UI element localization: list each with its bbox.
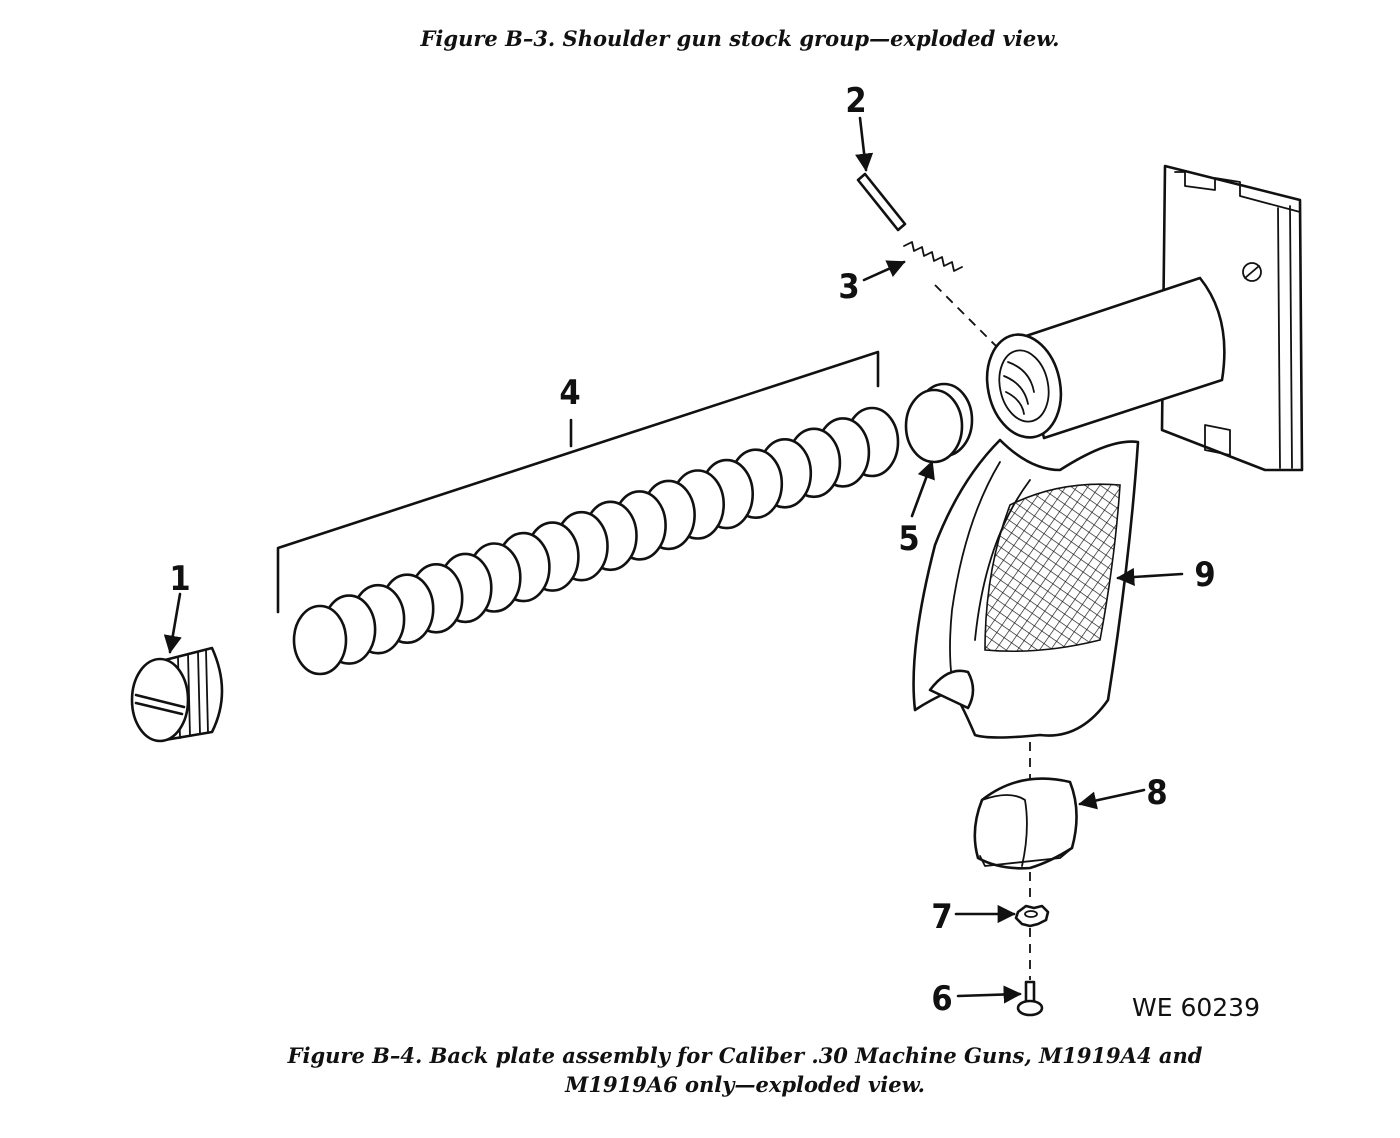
callout-arrows xyxy=(163,116,1184,1004)
figure-b4-caption-line-1: Figure B–4. Back plate assembly for Cali… xyxy=(287,1043,1203,1068)
callout-2: 2 xyxy=(845,81,866,121)
part-4-bracket xyxy=(276,350,880,614)
figure-b3-caption: Figure B–3. Shoulder gun stock group—exp… xyxy=(420,26,1060,51)
callout-4: 4 xyxy=(559,373,580,413)
part-9-stock-housing xyxy=(912,164,1304,739)
part-1-threaded-plug xyxy=(130,646,224,743)
part-4-disc-stack xyxy=(292,406,900,676)
callout-1: 1 xyxy=(169,559,190,599)
drawing-reference-code: WE 60239 xyxy=(1132,993,1260,1022)
callout-7: 7 xyxy=(931,897,952,937)
disc xyxy=(292,604,348,676)
callout-8: 8 xyxy=(1146,773,1167,813)
figure-b4-caption-line-2: M1919A6 only—exploded view. xyxy=(565,1072,925,1097)
part-7-lock-washer xyxy=(1014,904,1050,928)
callout-3: 3 xyxy=(838,267,859,307)
figure-b4-caption: Figure B–4. Back plate assembly for Cali… xyxy=(230,1041,1260,1099)
callout-9: 9 xyxy=(1194,555,1215,595)
part-3-spring xyxy=(903,241,963,272)
callout-5: 5 xyxy=(898,519,919,559)
part-8-clip xyxy=(973,777,1078,870)
callout-6: 6 xyxy=(931,979,952,1019)
part-6-screw xyxy=(1016,980,1044,1017)
part-5-disc xyxy=(904,382,974,464)
part-2-pin xyxy=(856,172,907,232)
